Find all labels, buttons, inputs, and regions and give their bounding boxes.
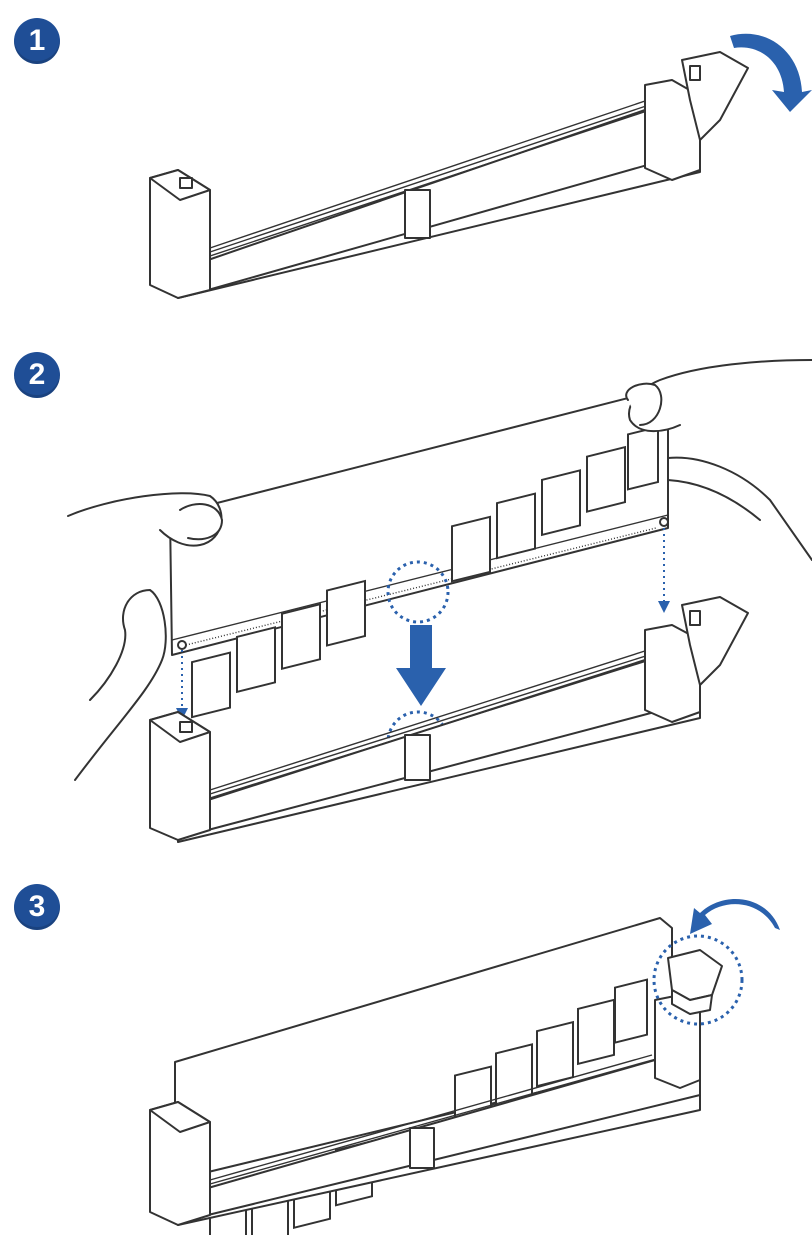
latch-highlight-circle-icon [652, 934, 744, 1026]
step-2-badge: 2 [14, 352, 60, 398]
step-1-badge: 1 [14, 18, 60, 64]
rotate-arrow-icon [730, 33, 812, 113]
step-1-dimm-slot [149, 51, 749, 299]
step-3-dimm-slot [149, 949, 723, 1226]
right-hand [625, 359, 812, 561]
down-arrow-icon [396, 625, 446, 706]
step-2-memory-module [169, 394, 669, 719]
close-latch-arrow-icon [690, 898, 780, 934]
step-3-badge: 3 [14, 884, 60, 930]
step-2-dimm-slot [149, 596, 749, 843]
left-hand [67, 492, 223, 781]
